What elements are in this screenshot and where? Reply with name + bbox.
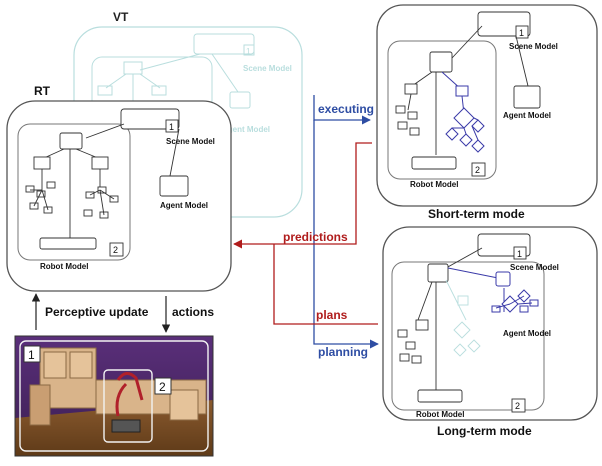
vt-agent-node [229,91,251,109]
short-term-node [407,111,418,120]
short-term-agent-node [513,85,541,109]
rt-robot-label: Robot Model [40,262,88,271]
long-term-faded-node [453,343,467,357]
long-term-robot-badge-box [511,398,526,413]
vt-badge-box [243,44,255,56]
long-term-robot-frame [391,261,545,411]
long-term-scene-badge: 1 [517,249,522,259]
short-term-node [404,83,418,95]
vt-node [97,85,113,96]
rt-node [33,156,51,170]
predictions-arrow [233,142,372,249]
plans-arrow [273,244,378,325]
rt-panel: RT [6,84,232,292]
vt-root-node [123,61,143,75]
long-term-faded-node [467,339,481,353]
rt-scene-badge-box [165,119,179,133]
long-term-caption: Long-term mode [437,424,532,438]
long-term-node [399,353,410,362]
long-term-active-node [491,305,501,313]
short-term-base-node [411,156,457,170]
vt-badge: 1 [246,47,251,56]
rt-node [97,186,107,194]
long-term-panel: 1 2 Scene Model Agent Model Robot Model … [382,226,598,438]
rt-title: RT [34,84,51,98]
rt-node [91,156,109,170]
long-term-root-node [427,263,449,283]
short-term-active-node [459,133,473,147]
rt-agent-label: Agent Model [160,201,208,210]
short-term-node [395,105,406,114]
long-term-node [405,341,416,350]
long-term-node [415,319,429,331]
long-term-faded-node [457,295,469,306]
vt-scene-node [193,33,255,55]
actions-label: actions [172,305,214,319]
planning-arrow [313,120,379,349]
planning-label: planning [318,345,368,359]
executing-planning-arrows [313,95,379,349]
photo-scene-badge: 1 [28,348,35,362]
predictions-label: predictions [283,230,348,244]
rt-scene-node [120,108,180,130]
short-term-agent-label: Agent Model [503,111,551,120]
short-term-node [397,121,408,130]
long-term-robot-badge: 2 [515,401,520,411]
short-term-scene-label: Scene Model [509,42,558,51]
short-term-caption: Short-term mode [428,207,525,221]
long-term-agent-label: Agent Model [503,329,551,338]
scene-bounding-box [19,340,209,452]
short-term-active-node [471,119,485,133]
long-term-scene-badge-box [513,246,527,260]
short-term-robot-badge-box [471,162,486,177]
long-term-scene-label: Scene Model [510,263,559,272]
long-term-node [397,329,408,338]
short-term-robot-frame [387,40,497,180]
short-term-scene-badge-box [515,25,529,39]
long-term-agent-node [495,271,511,287]
short-term-panel: 1 2 Scene Model Agent Model Robot Model … [376,4,598,221]
predictions-plans-arrows [233,142,378,325]
long-term-base-node [417,389,463,403]
rt-robot-root-node [59,132,83,150]
perceptive-update-label: Perceptive update [45,305,149,319]
long-term-node [411,355,422,364]
long-term-active-node [519,305,529,313]
short-term-scene-badge: 1 [519,28,524,38]
short-term-robot-badge: 2 [475,165,480,175]
rt-robot-badge: 2 [113,245,118,255]
rt-node [25,185,35,193]
short-term-node [409,127,420,136]
vt-node [151,85,167,96]
rt-robot-badge-box [109,242,124,257]
rt-node [46,181,56,189]
vt-scene-label: Scene Model [243,64,292,73]
vt-agent-label: Agent Model [222,125,270,134]
rt-base-node [39,237,97,250]
rt-agent-node [159,175,189,197]
short-term-robot-label: Robot Model [410,180,458,189]
executing-label: executing [318,102,374,116]
kitchen-scene-image: 1 2 [14,335,214,457]
plans-label: plans [316,308,348,322]
short-term-root-node [429,51,453,73]
long-term-faded-node [453,321,471,339]
rt-scene-label: Scene Model [166,137,215,146]
rt-robot-frame [17,123,131,261]
rt-scene-badge: 1 [169,122,174,132]
vt-title: VT [113,10,129,24]
short-term-active-node [445,127,459,141]
short-term-active-node [455,85,469,97]
long-term-robot-label: Robot Model [416,410,464,419]
short-term-active-node [471,139,485,153]
photo-robot-badge: 2 [159,380,166,394]
rt-node [83,209,93,217]
robot-bounding-box [103,369,153,443]
